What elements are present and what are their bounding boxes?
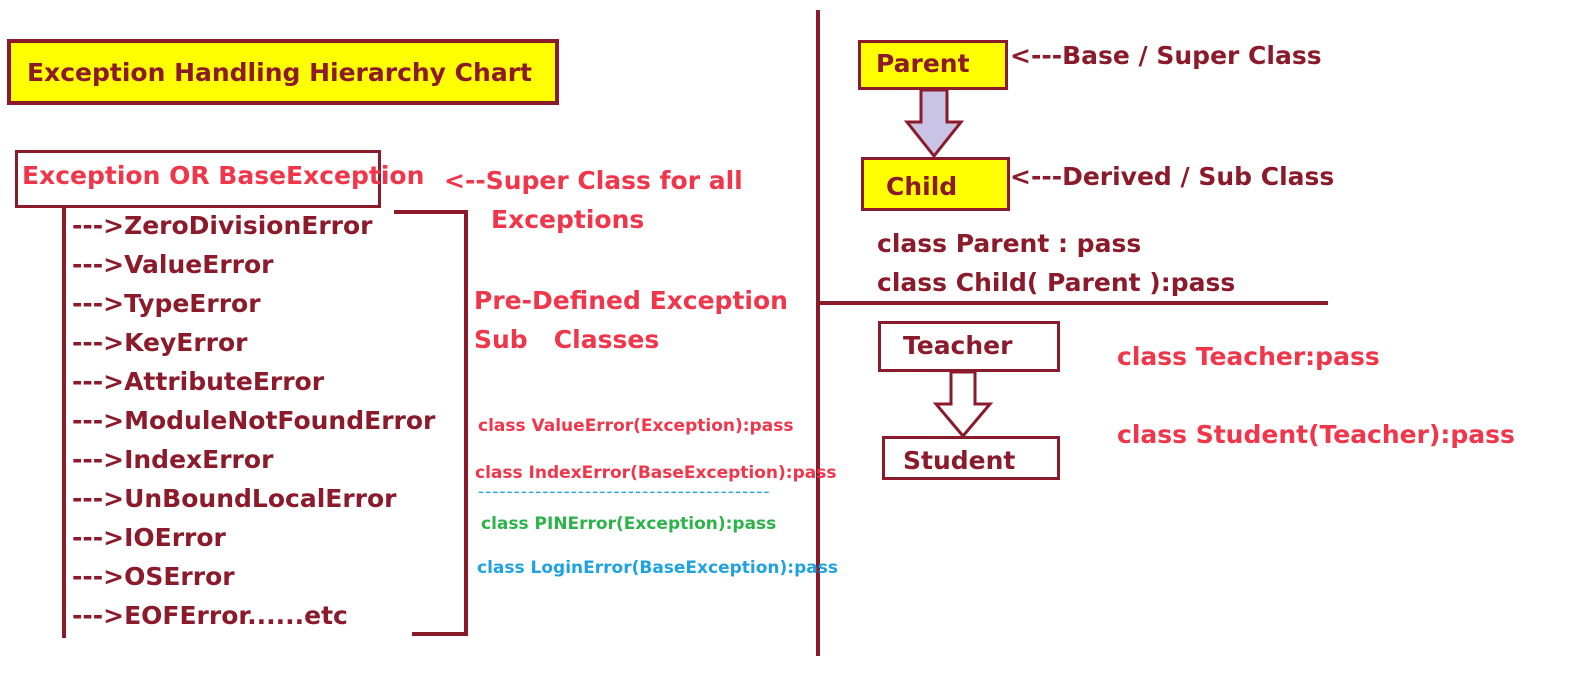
subclass-item: --->AttributeError: [72, 367, 325, 396]
child-box-label: Child: [886, 172, 958, 201]
subclass-item: --->IndexError: [72, 445, 274, 474]
child-note: <---Derived / Sub Class: [1010, 162, 1335, 191]
student-box: [882, 436, 1060, 480]
teacher-box-label: Teacher: [903, 331, 1013, 360]
subclass-item: --->ZeroDivisionError: [72, 211, 373, 240]
subclass-bracket: [394, 210, 468, 636]
subclass-item: --->UnBoundLocalError: [72, 484, 397, 513]
student-code: class Student(Teacher):pass: [1117, 420, 1515, 449]
example-separator: ----------------------------------------…: [478, 482, 771, 502]
example-value-error: class ValueError(Exception):pass: [478, 416, 794, 436]
subclass-item: --->ModuleNotFoundError: [72, 406, 436, 435]
example-index-error: class IndexError(BaseException):pass: [475, 463, 837, 483]
code-child: class Child( Parent ):pass: [877, 268, 1236, 297]
teacher-code: class Teacher:pass: [1117, 342, 1380, 371]
code-parent: class Parent : pass: [877, 229, 1142, 258]
predefined-note-line2: Sub Classes: [474, 325, 660, 354]
subclass-item: --->OSError: [72, 562, 235, 591]
subclass-item: --->IOError: [72, 523, 226, 552]
child-box: [861, 157, 1010, 211]
student-box-label: Student: [903, 446, 1016, 475]
parent-note: <---Base / Super Class: [1010, 41, 1322, 70]
example-pin-error: class PINError(Exception):pass: [481, 514, 777, 534]
parent-box-label: Parent: [876, 49, 970, 78]
example-login-error: class LoginError(BaseException):pass: [477, 558, 838, 578]
root-class-box: [15, 150, 381, 208]
root-note-line1: <--Super Class for all: [444, 166, 743, 195]
predefined-note-line1: Pre-Defined Exception: [474, 286, 788, 315]
subclass-item: --->TypeError: [72, 289, 261, 318]
parent-box: [858, 40, 1008, 90]
subclass-item: --->EOFError......etc: [72, 601, 348, 630]
title-box: [7, 39, 559, 105]
chart-title: Exception Handling Hierarchy Chart: [27, 58, 532, 87]
teacher-student-arrow: [932, 370, 994, 439]
subclass-item: --->ValueError: [72, 250, 274, 279]
root-note-line2: Exceptions: [491, 205, 645, 234]
root-class-label: Exception OR BaseException: [22, 161, 425, 190]
subclass-item: --->KeyError: [72, 328, 248, 357]
parent-child-arrow: [903, 88, 965, 159]
teacher-box: [878, 321, 1060, 372]
